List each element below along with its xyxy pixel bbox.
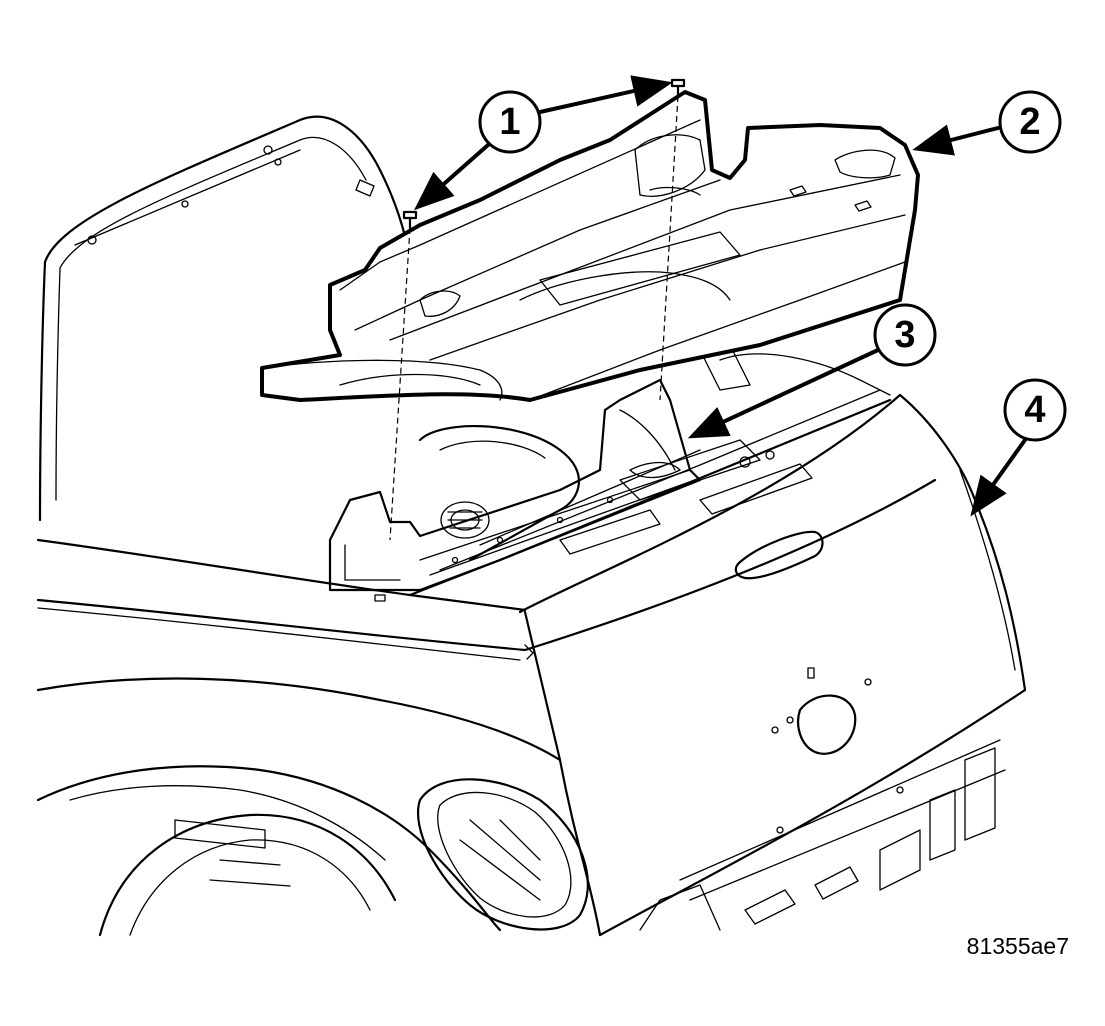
callout-1-label: 1	[499, 101, 520, 143]
roof-arch	[38, 115, 412, 522]
callout-3: 3	[687, 303, 937, 439]
callout-4-label: 4	[1024, 389, 1045, 431]
callout-2-label: 2	[1019, 101, 1040, 143]
callout-4-circle	[1003, 378, 1067, 442]
callout-3-label: 3	[894, 314, 915, 356]
callout-3-circle	[873, 303, 937, 367]
callout-2: 2	[912, 90, 1062, 156]
quarter-panel	[36, 538, 589, 937]
callout-1: 1	[414, 75, 673, 211]
callout-1-circle	[478, 90, 542, 154]
callout-2-circle	[998, 90, 1062, 154]
callout-4: 4	[970, 378, 1067, 517]
rear-fascia	[518, 393, 1027, 937]
figure-id: 81355ae7	[966, 933, 1069, 959]
screw-left	[402, 210, 418, 220]
rear-panel-bracket	[328, 378, 702, 602]
trim-panel	[260, 90, 920, 402]
speaker-housing	[418, 424, 580, 562]
